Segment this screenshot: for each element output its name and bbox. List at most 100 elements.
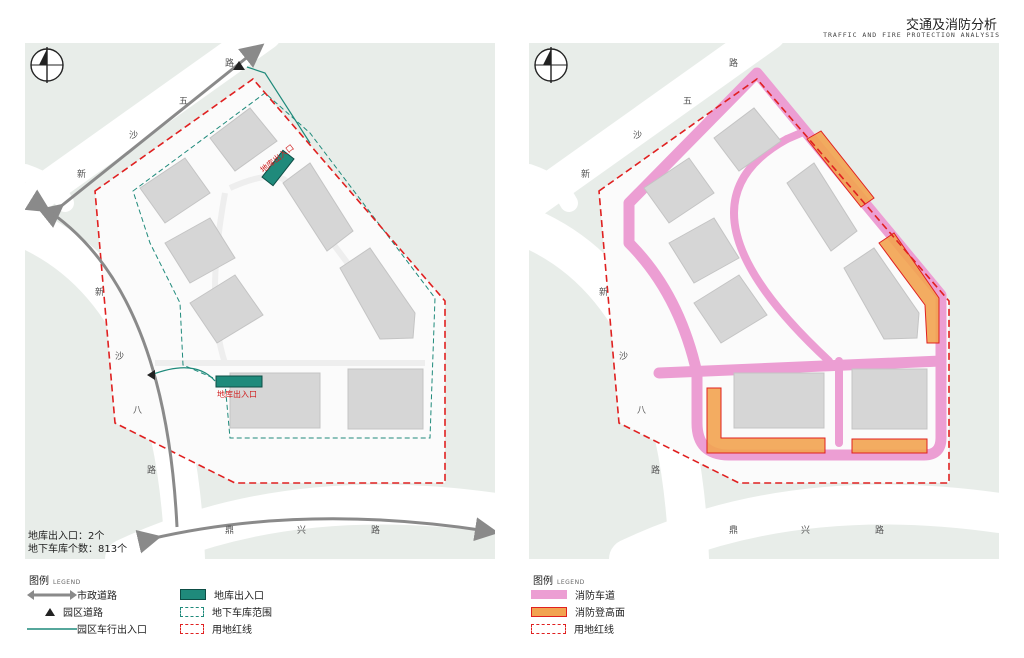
legend-heading: 图例 LEGEND <box>29 572 81 587</box>
traffic-map-svg: 地库出入口 地库出入口 新 沙 五 路 新 沙 八 路 鼎 兴 路 <box>25 43 495 559</box>
legend-heading: 图例 LEGEND <box>533 572 585 587</box>
legend-item-red-line: 用地红线 <box>180 621 252 636</box>
road-label-char: 八 <box>133 406 142 416</box>
legend-label: 市政道路 <box>77 591 117 602</box>
teal-box-icon <box>180 589 206 600</box>
legend-item-vehicle-entry: 园区车行出入口 <box>27 621 147 636</box>
road-label-char: 路 <box>875 524 884 536</box>
garage-stats: 地库出入口：2个 地下车库个数：813个 <box>28 530 127 556</box>
road-label-char: 鼎 <box>729 525 738 536</box>
road-label-char: 兴 <box>297 525 306 536</box>
municipal-road-arrow <box>25 189 179 528</box>
buildings <box>643 107 928 430</box>
legend-label: 用地红线 <box>212 625 252 636</box>
building <box>713 107 782 172</box>
teal-dashed-box-icon <box>180 606 204 617</box>
fire-protection-map: 新 沙 五 路 新 沙 八 路 鼎 兴 路 <box>529 43 999 559</box>
red-dashed-box-icon <box>531 623 566 634</box>
page-title: 交通及消防分析 <box>905 18 997 33</box>
road-labels: 新 沙 五 路 新 沙 八 路 鼎 兴 路 <box>581 57 884 536</box>
building <box>851 368 928 430</box>
building <box>347 368 424 430</box>
teal-line-icon <box>27 627 77 630</box>
legend-heading-en: LEGEND <box>53 579 81 586</box>
garage-entrance-count: 地库出入口：2个 <box>28 531 105 542</box>
legend-item-municipal-road: 市政道路 <box>27 587 117 602</box>
legend-label: 园区车行出入口 <box>77 625 147 636</box>
road-labels: 新 沙 五 路 新 沙 八 路 鼎 兴 路 <box>77 57 380 536</box>
garage-parking-count: 地下车库个数：813个 <box>28 544 128 555</box>
building <box>843 247 920 340</box>
vehicle-entry-line <box>246 66 311 144</box>
legend-heading-en: LEGEND <box>557 579 585 586</box>
garage-entrance-label: 地库出入口 <box>217 389 257 399</box>
building <box>189 274 264 344</box>
road-label-char: 沙 <box>129 130 138 141</box>
building <box>733 372 825 429</box>
triangle-icon <box>45 607 55 616</box>
road-label-char: 五 <box>683 97 692 107</box>
legend-label: 地库出入口 <box>214 591 264 602</box>
legend-label: 园区道路 <box>63 608 103 619</box>
double-arrow-icon <box>27 589 77 600</box>
fire-climbing-surfaces <box>706 130 940 454</box>
road-label-char: 新 <box>77 168 86 180</box>
legend-label: 用地红线 <box>574 625 614 636</box>
site-red-line <box>598 77 950 484</box>
garage-entrance <box>261 149 295 187</box>
vehicle-entry-line <box>150 367 216 382</box>
building <box>668 217 740 284</box>
road-label-char: 八 <box>637 406 646 416</box>
municipal-road-arrow <box>38 43 265 228</box>
fire-climbing-surface <box>851 438 928 454</box>
building <box>786 162 858 252</box>
legend-item-red-line: 用地红线 <box>531 621 614 636</box>
fire-climbing-surface <box>878 232 940 344</box>
fire-climbing-surface <box>806 130 875 208</box>
road-label-char: 路 <box>147 464 156 476</box>
legend-item-underground-extent: 地下车库范围 <box>180 604 272 619</box>
red-dashed-box-icon <box>180 623 204 634</box>
road-label-char: 路 <box>225 57 234 69</box>
road-label-char: 五 <box>179 97 188 107</box>
road-label-char: 兴 <box>801 525 810 536</box>
legend-item-park-road: 园区道路 <box>45 604 103 619</box>
page-subtitle: TRAFFIC AND FIRE PROTECTION ANALYSIS <box>823 31 1000 39</box>
road-label-char: 新 <box>581 168 590 180</box>
legend-label: 消防登高面 <box>575 608 625 619</box>
park-road-icon <box>147 370 155 380</box>
building <box>693 274 768 344</box>
road-label-char: 沙 <box>619 351 628 362</box>
garage-entrance <box>215 375 263 388</box>
legend-label: 消防车道 <box>575 591 615 602</box>
north-compass-icon <box>30 47 64 83</box>
legend-item-fire-climbing: 消防登高面 <box>531 604 625 619</box>
building <box>339 247 416 340</box>
road-label-char: 新 <box>95 286 104 298</box>
legend-label: 地下车库范围 <box>212 608 272 619</box>
road-label-char: 沙 <box>115 351 124 362</box>
road-label-char: 路 <box>651 464 660 476</box>
traffic-map: 地库出入口 地库出入口 新 沙 五 路 新 沙 八 路 鼎 兴 路 <box>25 43 495 559</box>
park-road-icon <box>233 61 245 70</box>
orange-box-icon <box>531 606 567 617</box>
legend-item-fire-lane: 消防车道 <box>531 587 615 602</box>
legend-fire: 图例 LEGEND 消防车道 消防登高面 用地红线 <box>529 570 999 650</box>
road-label-char: 鼎 <box>225 525 234 536</box>
road-label-char: 新 <box>599 286 608 298</box>
legend-heading-cn: 图例 <box>29 576 49 587</box>
legend-heading-cn: 图例 <box>533 576 553 587</box>
road-label-char: 路 <box>371 524 380 536</box>
road-label-char: 路 <box>729 57 738 69</box>
legend-item-garage-entrance: 地库出入口 <box>180 587 264 602</box>
municipal-road-arrow <box>135 517 495 554</box>
building <box>282 162 354 252</box>
pink-box-icon <box>531 590 567 599</box>
road-label-char: 沙 <box>633 130 642 141</box>
fire-climbing-surface <box>706 387 826 454</box>
building <box>643 157 715 224</box>
fire-lanes <box>623 67 947 461</box>
fire-map-svg: 新 沙 五 路 新 沙 八 路 鼎 兴 路 <box>529 43 999 559</box>
north-compass-icon <box>534 47 568 83</box>
